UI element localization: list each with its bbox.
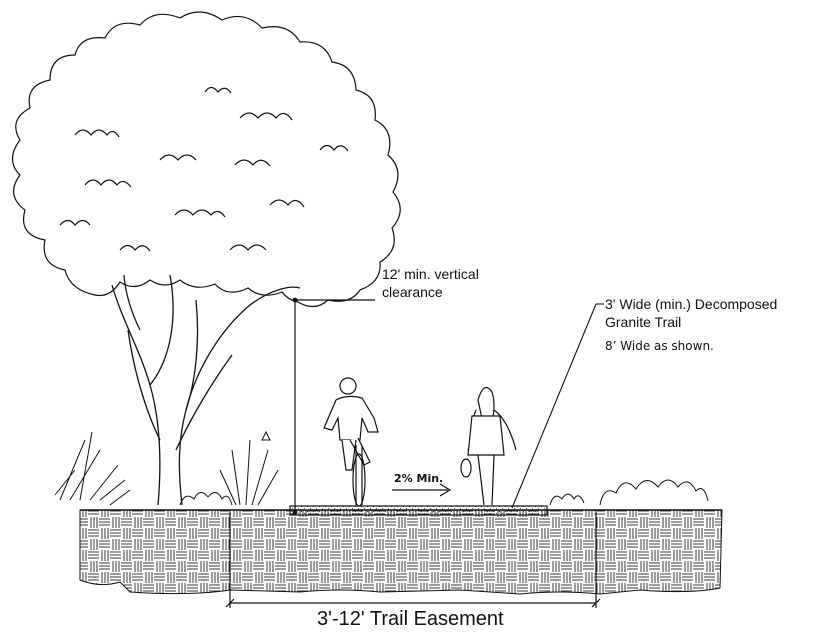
pedestrian — [460, 386, 517, 506]
trail-label-line2: Granite Trail — [605, 314, 682, 330]
clearance-label-line2: clearance — [382, 284, 443, 300]
slope-label: 2% Min. — [394, 472, 444, 485]
cyclist — [323, 377, 379, 507]
shrubs — [54, 430, 709, 506]
easement-label: 3'-12' Trail Easement — [317, 608, 504, 630]
ground-soil — [79, 509, 723, 595]
tree-canopy — [11, 11, 401, 308]
easement-dimension — [225, 512, 601, 608]
granite-trail — [289, 505, 548, 516]
trail-label-line1: 3' Wide (min.) Decomposed — [605, 296, 778, 312]
trail-leader — [511, 303, 604, 509]
clearance-label-line1: 12' min. vertical — [382, 266, 479, 282]
clearance-dimension — [292, 297, 375, 515]
trail-shown-label: 8’ Wide as shown. — [605, 339, 714, 353]
tree-trunk — [111, 274, 301, 506]
slope-arrow — [392, 483, 452, 497]
